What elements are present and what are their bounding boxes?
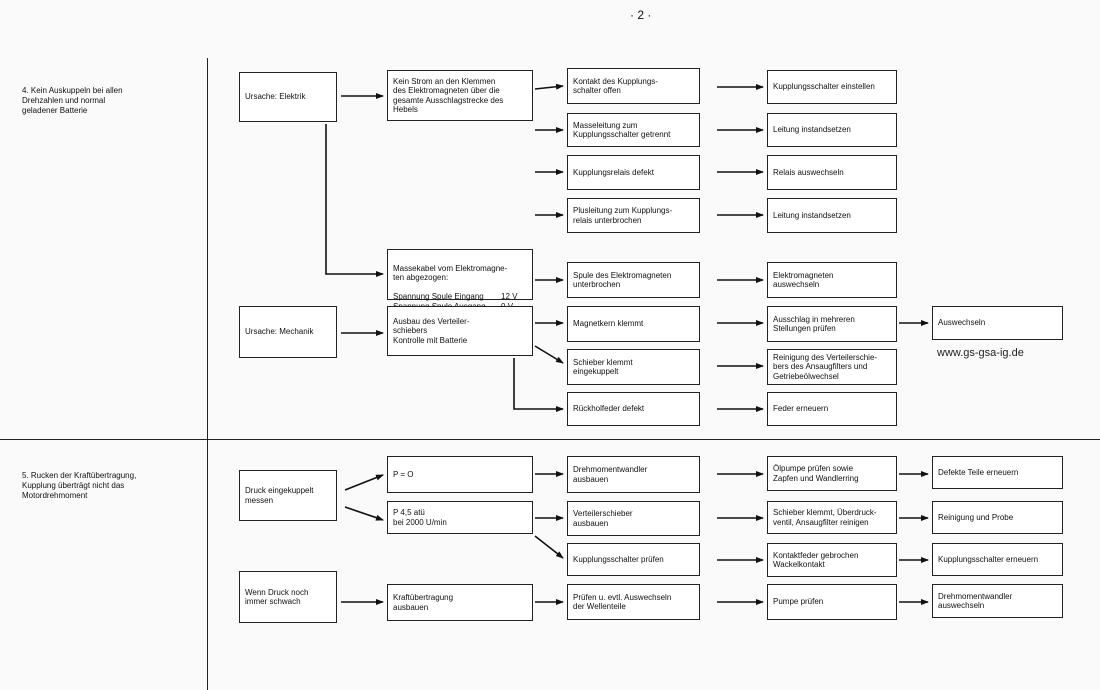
page-number: · 2 · — [630, 8, 652, 22]
box-drehmomentwandler-ausbauen: Drehmomentwandler ausbauen — [567, 456, 700, 493]
massekabel-text: Massekabel vom Elektromagne- ten abgezog… — [393, 263, 508, 283]
box-kontaktfeder-gebrochen: Kontaktfeder gebrochen Wackelkontakt — [767, 543, 897, 577]
section-5-label: 5. Rucken der Kraftübertragung, Kupplung… — [22, 471, 137, 500]
box-kraftuebertragung-ausbauen: Kraftübertragung ausbauen — [387, 584, 533, 621]
box-wenn-druck-schwach: Wenn Druck noch immer schwach — [239, 571, 337, 623]
box-leitung-instandsetzen-1: Leitung instandsetzen — [767, 113, 897, 147]
line-elektrik-massekabel — [325, 124, 384, 277]
section-4-label: 4. Kein Auskuppeln bei allen Drehzahlen … — [22, 86, 123, 115]
box-p-45-atue: P 4,5 atü bei 2000 U/min — [387, 501, 533, 534]
box-rueckholfeder-defekt: Rückholfeder defekt — [567, 392, 700, 426]
arrow-druck-p45 — [344, 506, 384, 521]
line-ausbau-rueckholfeder — [513, 358, 564, 412]
box-pumpe-pruefen: Pumpe prüfen — [767, 584, 897, 620]
box-ursache-elektrik: Ursache: Elektrik — [239, 72, 337, 122]
box-defekte-teile-erneuern: Defekte Teile erneuern — [932, 456, 1063, 489]
watermark-url: www.gs-gsa-ig.de — [937, 347, 1024, 359]
arrow-p45-kupplungsschalter — [534, 535, 564, 559]
box-oelpumpe-pruefen: Ölpumpe prüfen sowie Zapfen und Wandlerr… — [767, 456, 897, 491]
spannung-eingang-value: 12 V — [501, 292, 518, 301]
box-elektromagneten-auswechseln: Elektromagneten auswechseln — [767, 262, 897, 298]
box-relais-auswechseln: Relais auswechseln — [767, 155, 897, 190]
box-spule-unterbrochen: Spule des Elektromagneten unterbrochen — [567, 262, 700, 298]
box-auswechseln: Auswechseln — [932, 306, 1063, 340]
horizontal-divider — [0, 439, 1100, 440]
spannung-eingang-label: Spannung Spule Eingang — [393, 292, 484, 301]
box-reinigung-und-probe: Reinigung und Probe — [932, 501, 1063, 534]
box-verteilerschieber-ausbauen: Verteilerschieber ausbauen — [567, 501, 700, 536]
arrow-ausbau-schieber — [534, 345, 564, 364]
box-kupplungsrelais-defekt: Kupplungsrelais defekt — [567, 155, 700, 190]
box-masseleitung: Masseleitung zum Kupplungsschalter getre… — [567, 113, 700, 147]
box-ursache-mechanik: Ursache: Mechanik — [239, 306, 337, 358]
box-schieber-ueberdruckventil: Schieber klemmt, Überdruck- ventil, Ansa… — [767, 501, 897, 534]
box-kupplungsschalter-einstellen: Kupplungsschalter einstellen — [767, 70, 897, 104]
box-kupplungsschalter-erneuern: Kupplungsschalter erneuern — [932, 543, 1063, 576]
box-p-null: P = O — [387, 456, 533, 493]
box-druck-eingekuppelt: Druck eingekuppelt messen — [239, 470, 337, 521]
box-ausbau-verteilerschieber: Ausbau des Verteiler- schiebers Kontroll… — [387, 306, 533, 356]
box-leitung-instandsetzen-2: Leitung instandsetzen — [767, 198, 897, 233]
box-plusleitung: Plusleitung zum Kupplungs- relais unterb… — [567, 198, 700, 233]
box-pruefen-wellenteile: Prüfen u. evtl. Auswechseln der Wellente… — [567, 584, 700, 620]
box-kupplungsschalter-pruefen: Kupplungsschalter prüfen — [567, 543, 700, 576]
box-kein-strom: Kein Strom an den Klemmen des Elektromag… — [387, 70, 533, 121]
box-ausschlag-pruefen: Ausschlag in mehreren Stellungen prüfen — [767, 306, 897, 342]
box-magnetkern-klemmt: Magnetkern klemmt — [567, 306, 700, 342]
box-massekabel: Massekabel vom Elektromagne- ten abgezog… — [387, 249, 533, 311]
box-reinigung-verteilerschieber: Reinigung des Verteilerschie- bers des A… — [767, 349, 897, 385]
arrow-kein-strom-kontakt — [534, 83, 564, 90]
arrow-druck-p0 — [344, 474, 384, 491]
box-drehmomentwandler-auswechseln: Drehmomentwandler auswechseln — [932, 584, 1063, 618]
box-feder-erneuern: Feder erneuern — [767, 392, 897, 426]
vertical-divider — [207, 58, 208, 690]
box-kontakt-offen: Kontakt des Kupplungs- schalter offen — [567, 68, 700, 104]
box-schieber-klemmt: Schieber klemmt eingekuppelt — [567, 349, 700, 385]
